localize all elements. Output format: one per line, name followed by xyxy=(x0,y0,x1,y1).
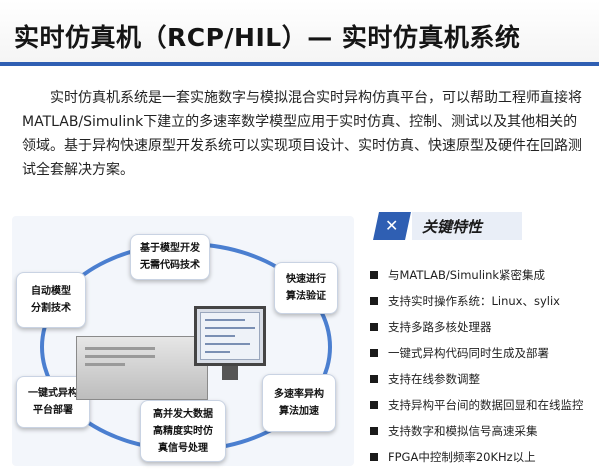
node-concurrency-line3: 真信号处理 xyxy=(158,442,208,454)
bullet-square-icon xyxy=(370,375,378,383)
node-multi-rate-line2: 算法加速 xyxy=(279,406,319,417)
list-item: 支持在线参数调整 xyxy=(370,366,584,392)
list-item: 一键式异构代码同时生成及部署 xyxy=(370,340,584,366)
feature-text: 支持异构平台间的数据回显和在线监控 xyxy=(388,398,584,412)
page-title: 实时仿真机（RCP/HIL）— 实时仿真机系统 xyxy=(14,23,521,52)
feature-text: 支持数字和模拟信号高速采集 xyxy=(388,424,538,438)
list-item: 支持实时操作系统：Linux、sylix xyxy=(370,288,584,314)
node-fast-verify-line1: 快速进行 xyxy=(286,274,326,285)
feature-text: FPGA中控制频率20KHz以上 xyxy=(388,450,536,464)
node-auto-split: 自动模型分割技术 xyxy=(16,272,86,328)
feature-text: 支持实时操作系统：Linux、sylix xyxy=(388,294,560,308)
node-model-dev-line1: 基于模型开发 xyxy=(140,243,200,254)
feature-text: 支持在线参数调整 xyxy=(388,372,480,386)
intro-paragraph: 实时仿真机系统是一套实施数字与模拟混合实时异构仿真平台，可以帮助工程师直接将MA… xyxy=(22,90,582,178)
node-multi-rate-line1: 多速率异构 xyxy=(274,389,324,400)
list-item: FPGA中控制频率20KHz以上 xyxy=(370,444,584,470)
node-one-click-line2: 平台部署 xyxy=(33,405,73,416)
title-underline xyxy=(0,62,599,66)
monitor-stand xyxy=(222,366,238,380)
bullet-square-icon xyxy=(370,297,378,305)
simulator-hardware-image xyxy=(76,306,266,406)
node-model-dev: 基于模型开发无需代码技术 xyxy=(130,234,210,280)
header: 实时仿真机（RCP/HIL）— 实时仿真机系统 xyxy=(0,0,599,66)
feature-text: 支持多路多核处理器 xyxy=(388,320,492,334)
features-title: 关键特性 xyxy=(412,212,522,240)
architecture-diagram: 基于模型开发无需代码技术 自动模型分割技术 快速进行算法验证 一键式异构平台部署… xyxy=(12,216,354,466)
bullet-square-icon xyxy=(370,401,378,409)
list-item: 支持多路多核处理器 xyxy=(370,314,584,340)
node-concurrency: 高并发大数据高精度实时仿真信号处理 xyxy=(140,400,226,462)
bullet-square-icon xyxy=(370,323,378,331)
monitor-image xyxy=(194,306,266,366)
node-concurrency-line1: 高并发大数据 xyxy=(153,408,213,420)
node-model-dev-line2: 无需代码技术 xyxy=(140,260,200,271)
node-auto-split-line2: 分割技术 xyxy=(31,303,71,314)
node-concurrency-line2: 高精度实时仿 xyxy=(153,425,213,437)
features-list: 与MATLAB/Simulink紧密集成 支持实时操作系统：Linux、syli… xyxy=(370,262,584,470)
bullet-square-icon xyxy=(370,271,378,279)
bullet-square-icon xyxy=(370,453,378,461)
node-auto-split-line1: 自动模型 xyxy=(31,286,71,297)
features-header: ✕ 关键特性 xyxy=(373,212,526,240)
node-multi-rate: 多速率异构算法加速 xyxy=(262,374,336,432)
node-fast-verify: 快速进行算法验证 xyxy=(274,262,338,314)
bullet-square-icon xyxy=(370,349,378,357)
tools-icon: ✕ xyxy=(373,212,411,240)
list-item: 支持异构平台间的数据回显和在线监控 xyxy=(370,392,584,418)
chassis-image xyxy=(76,336,208,400)
feature-text: 一键式异构代码同时生成及部署 xyxy=(388,346,549,360)
bullet-square-icon xyxy=(370,427,378,435)
list-item: 与MATLAB/Simulink紧密集成 xyxy=(370,262,584,288)
list-item: 支持数字和模拟信号高速采集 xyxy=(370,418,584,444)
feature-text: 与MATLAB/Simulink紧密集成 xyxy=(388,268,546,282)
node-fast-verify-line2: 算法验证 xyxy=(286,291,326,302)
node-one-click-line1: 一键式异构 xyxy=(28,388,78,399)
